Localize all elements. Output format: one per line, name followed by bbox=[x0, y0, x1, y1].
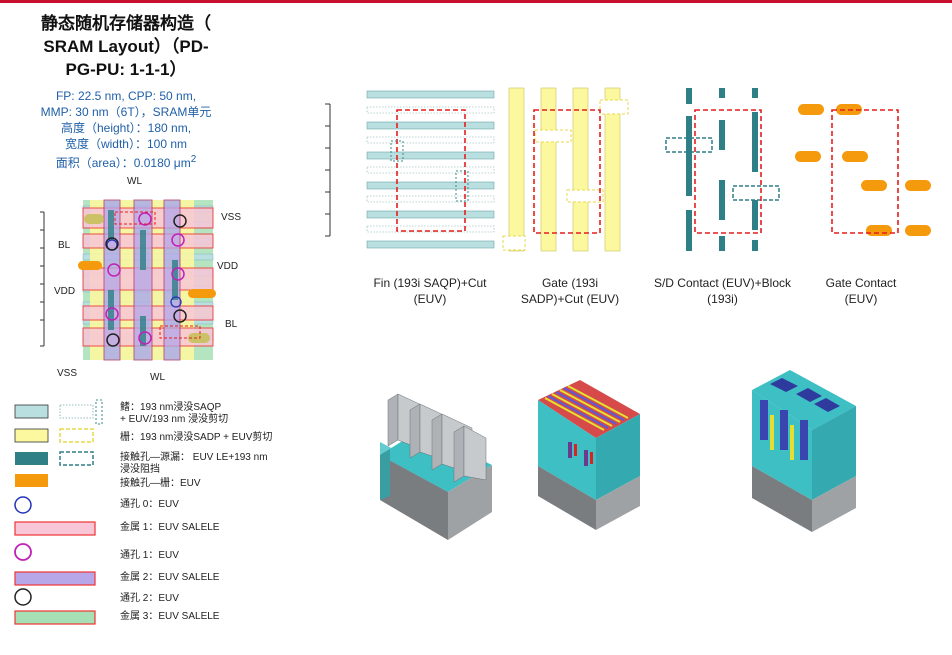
layout-bracket bbox=[40, 211, 45, 347]
metal1-tracks bbox=[82, 207, 214, 347]
title-line-3: PG-PU: 1-1-1） bbox=[65, 60, 187, 79]
sd-contacts bbox=[108, 210, 178, 346]
legend-metal1: 金属 1：EUV SALELE bbox=[120, 522, 220, 533]
param-mmp: MMP: 30 nm（6T），SRAM单元 bbox=[40, 105, 212, 119]
caption-sd-contact: S/D Contact (EUV)+Block (193i) bbox=[653, 276, 792, 306]
fin-3d-render bbox=[380, 393, 492, 540]
label-bl-right: BL bbox=[225, 319, 238, 330]
caption-gate-contact: Gate Contact (EUV) bbox=[825, 276, 897, 306]
gate-contacts bbox=[78, 261, 216, 298]
gate-3d-render bbox=[538, 380, 640, 530]
fin-rows bbox=[82, 205, 214, 341]
label-vss-right: VSS bbox=[221, 212, 242, 223]
label-wl-bottom: WL bbox=[150, 372, 165, 383]
legend-swatches bbox=[14, 399, 103, 625]
label-vdd-right: VDD bbox=[217, 261, 239, 272]
gate-contact-panel bbox=[795, 104, 931, 236]
legend-fin: 鳍：193 nm浸没SAQP+ EUV/193 nm 浸没剪切 bbox=[120, 402, 229, 425]
cell-parameters: FP: 22.5 nm, CPP: 50 nm, MMP: 30 nm（6T），… bbox=[10, 88, 242, 171]
olive-pads bbox=[84, 214, 210, 343]
sd-contact-panel bbox=[665, 88, 780, 251]
gate-columns bbox=[90, 200, 194, 360]
via2-marks bbox=[105, 214, 187, 347]
metal2-tracks bbox=[103, 199, 181, 361]
legend-via2: 通孔 2：EUV bbox=[120, 593, 179, 604]
legend-metal3: 金属 3：EUV SALELE bbox=[120, 611, 220, 622]
legend-via0: 通孔 0：EUV bbox=[120, 499, 179, 510]
legend-gate: 栅：193 nm浸没SADP + EUV剪切 bbox=[120, 432, 273, 443]
legend-metal2: 金属 2：EUV SALELE bbox=[120, 572, 220, 583]
legend-via1: 通孔 1：EUV bbox=[120, 550, 179, 561]
caption-fin: Fin (193i SAQP)+Cut (EUV) bbox=[373, 276, 487, 306]
param-width: 宽度（width）：100 nm bbox=[64, 137, 188, 151]
bracket-fin bbox=[325, 103, 331, 237]
fin-pattern-panel bbox=[366, 90, 495, 249]
layout-cut-marks bbox=[114, 211, 201, 339]
param-height: 高度（height）：180 nm, bbox=[60, 121, 192, 135]
via1-marks bbox=[105, 212, 185, 345]
title-line-1: 静态随机存储器构造（ bbox=[41, 14, 211, 33]
top-accent-line bbox=[0, 0, 952, 3]
param-area: 面积（area）：0.0180 μm2 bbox=[55, 154, 197, 170]
param-fp-cpp: FP: 22.5 nm, CPP: 50 nm, bbox=[55, 89, 197, 103]
label-wl-top: WL bbox=[127, 176, 142, 187]
label-bl-left: BL bbox=[58, 240, 71, 251]
title-line-2: SRAM Layout）（PD- bbox=[43, 37, 209, 56]
label-vss-bottom: VSS bbox=[57, 368, 78, 379]
metal3-region bbox=[83, 200, 213, 360]
legend-gate-contact: 接触孔—栅：EUV bbox=[120, 478, 201, 489]
via0-marks bbox=[106, 239, 182, 308]
caption-gate: Gate (193i SADP)+Cut (EUV) bbox=[520, 276, 620, 306]
page-title: 静态随机存储器构造（ SRAM Layout）（PD- PG-PU: 1-1-1… bbox=[10, 12, 242, 81]
gate-contact-3d-render bbox=[752, 370, 856, 532]
label-vdd-left: VDD bbox=[54, 286, 76, 297]
gate-pattern-panel bbox=[502, 87, 629, 252]
